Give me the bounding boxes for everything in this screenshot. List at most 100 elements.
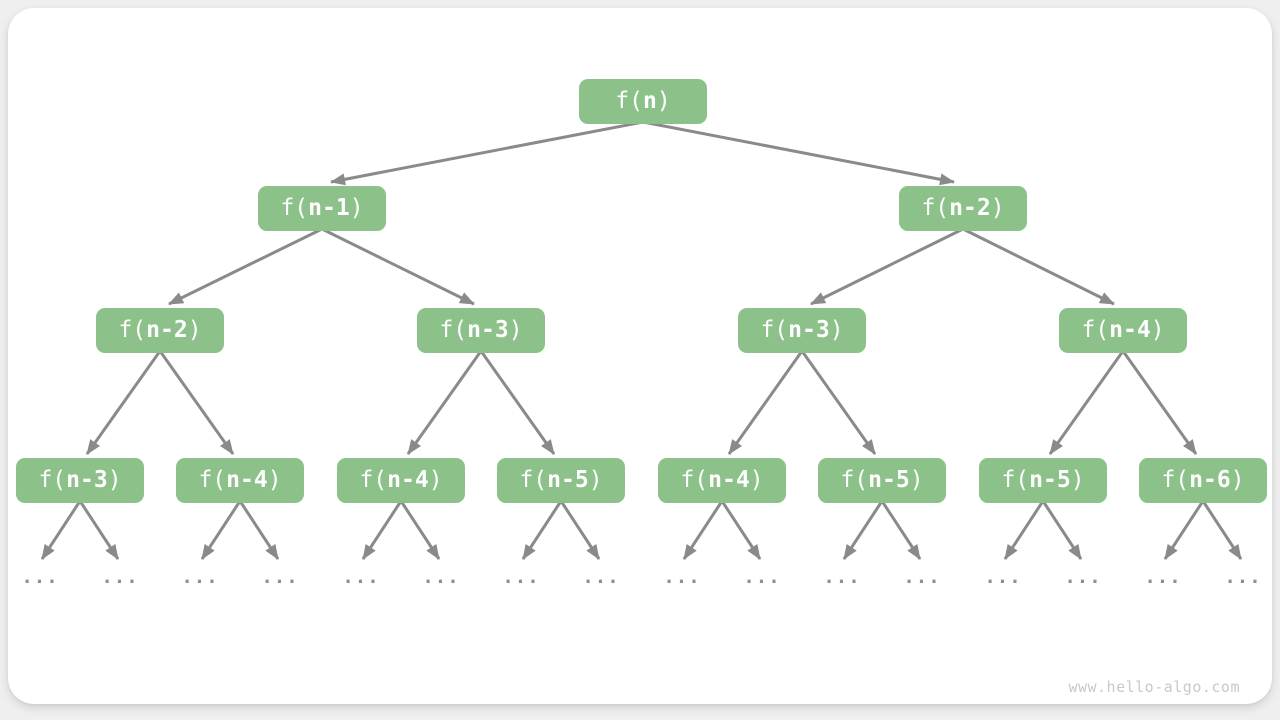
edge-arrow <box>800 350 877 455</box>
node-f-n-4: f(n-4) <box>337 458 465 503</box>
ellipsis: ... <box>101 566 139 588</box>
edge-arrow <box>1121 350 1198 455</box>
ellipsis: ... <box>1064 566 1102 588</box>
ellipsis: ... <box>261 566 299 588</box>
node-f-n-4: f(n-4) <box>176 458 304 503</box>
node-label-arg: n-3 <box>66 467 108 493</box>
edge-arrow <box>479 350 556 455</box>
edge-arrow <box>962 227 1115 306</box>
node-label-arg: n-6 <box>1189 467 1231 493</box>
node-f-n-5: f(n-5) <box>497 458 625 503</box>
node-label-post: ) <box>187 317 202 343</box>
ellipsis: ... <box>663 566 701 588</box>
node-label-pre: f( <box>118 317 147 343</box>
ellipsis: ... <box>502 566 540 588</box>
edge-arrow <box>1201 500 1243 560</box>
ellipsis: ... <box>181 566 219 588</box>
edge-arrow <box>321 227 475 306</box>
edge-arrow <box>406 350 483 455</box>
edge-arrow <box>399 500 441 560</box>
edge-arrow <box>238 500 280 560</box>
ellipsis: ... <box>743 566 781 588</box>
node-label-post: ) <box>107 467 122 493</box>
ellipsis: ... <box>422 566 460 588</box>
node-label-arg: n-4 <box>708 467 750 493</box>
edge-arrow <box>559 500 601 560</box>
node-label-arg: n-5 <box>868 467 910 493</box>
node-label-arg: n <box>642 88 657 114</box>
node-label-pre: f( <box>1081 317 1110 343</box>
node-label-post: ) <box>1230 467 1245 493</box>
node-label-arg: n-2 <box>949 195 991 221</box>
node-f-n-3: f(n-3) <box>738 308 866 353</box>
node-label-arg: n-2 <box>146 317 188 343</box>
edge-arrow <box>810 227 964 306</box>
edge-arrow <box>1048 350 1125 455</box>
node-label-pre: f( <box>1161 467 1190 493</box>
edge-arrow <box>330 120 644 186</box>
edge-arrow <box>40 500 82 560</box>
node-label-post: ) <box>829 317 844 343</box>
ellipsis: ... <box>823 566 861 588</box>
node-label-pre: f( <box>1001 467 1030 493</box>
edge-arrow <box>642 120 955 186</box>
node-label-pre: f( <box>38 467 67 493</box>
node-label-post: ) <box>1070 467 1085 493</box>
node-label-arg: n-3 <box>467 317 509 343</box>
edge-arrow <box>1041 500 1083 560</box>
edge-arrow <box>682 500 724 560</box>
node-label-arg: n-1 <box>308 195 350 221</box>
node-label-arg: n-5 <box>547 467 589 493</box>
edge-arrow <box>85 350 162 455</box>
node-label-post: ) <box>267 467 282 493</box>
node-label-pre: f( <box>280 195 309 221</box>
node-f-n-6: f(n-6) <box>1139 458 1267 503</box>
node-label-post: ) <box>428 467 443 493</box>
node-label-post: ) <box>508 317 523 343</box>
edge-arrow <box>720 500 762 560</box>
node-label-pre: f( <box>615 88 643 114</box>
watermark: www.hello-algo.com <box>1068 678 1240 696</box>
ellipsis: ... <box>582 566 620 588</box>
node-label-pre: f( <box>519 467 548 493</box>
edge-arrow <box>168 227 323 306</box>
edge-arrow <box>1163 500 1205 560</box>
node-f-n-4: f(n-4) <box>1059 308 1187 353</box>
edge-arrow <box>200 500 242 560</box>
ellipsis: ... <box>21 566 59 588</box>
node-label-post: ) <box>1150 317 1165 343</box>
node-f-n-5: f(n-5) <box>979 458 1107 503</box>
node-label-pre: f( <box>760 317 789 343</box>
node-label-arg: n-4 <box>387 467 429 493</box>
node-label-post: ) <box>909 467 924 493</box>
node-f-n-4: f(n-4) <box>658 458 786 503</box>
node-label-arg: n-4 <box>1109 317 1151 343</box>
node-f-n-5: f(n-5) <box>818 458 946 503</box>
node-label-arg: n-4 <box>226 467 268 493</box>
ellipsis: ... <box>1144 566 1182 588</box>
node-f-n-2: f(n-2) <box>96 308 224 353</box>
edge-arrow <box>361 500 403 560</box>
node-f-n: f(n) <box>579 79 707 124</box>
node-f-n-3: f(n-3) <box>16 458 144 503</box>
node-label-post: ) <box>656 88 671 114</box>
node-f-n-2: f(n-2) <box>899 186 1027 231</box>
node-label-pre: f( <box>359 467 388 493</box>
edge-arrow <box>727 350 804 455</box>
node-label-post: ) <box>990 195 1005 221</box>
node-label-post: ) <box>588 467 603 493</box>
node-label-pre: f( <box>921 195 950 221</box>
ellipsis: ... <box>1224 566 1262 588</box>
node-label-pre: f( <box>439 317 468 343</box>
node-f-n-3: f(n-3) <box>417 308 545 353</box>
node-label-arg: n-5 <box>1029 467 1071 493</box>
edge-arrow <box>158 350 235 455</box>
edge-arrow <box>1003 500 1045 560</box>
node-label-pre: f( <box>680 467 709 493</box>
node-label-arg: n-3 <box>788 317 830 343</box>
edge-arrow <box>880 500 922 560</box>
edge-arrow <box>78 500 120 560</box>
node-f-n-1: f(n-1) <box>258 186 386 231</box>
